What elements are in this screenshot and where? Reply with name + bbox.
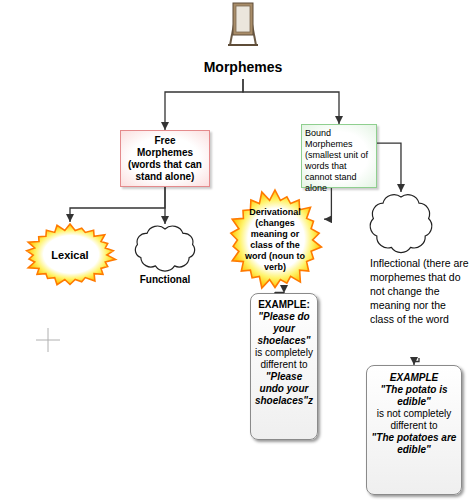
node-text: "Please do your shoelaces" (254, 311, 314, 347)
node-text: "The potato is edible" (371, 384, 457, 408)
node-heading: Bound Morphemes (smallest unit of words … (305, 128, 373, 194)
example-box: EXAMPLE:"Please do your shoelaces"is com… (250, 293, 318, 440)
cloud-node: Functional (127, 224, 203, 288)
text-holder: Inflectional (there are morphemes that d… (366, 256, 472, 326)
root-label: Morphemes (193, 55, 293, 79)
node-text: "Please undo your shoelaces"z (254, 371, 314, 407)
node-heading: Derivational (changes meaning or class o… (242, 207, 308, 273)
cloud-shape (135, 226, 194, 271)
text-holder: Lexical (35, 222, 105, 288)
burst-shape (27, 224, 116, 285)
crosshair-mark (36, 328, 60, 352)
connector-arrow (377, 143, 401, 192)
mirror-illustration (228, 3, 258, 45)
node-heading: Inflectional (there are morphemes that d… (370, 256, 470, 326)
node-heading: EXAMPLE (371, 372, 457, 384)
mirror-base (228, 44, 258, 46)
text-holder: EXAMPLE"The potato is edible"is not comp… (367, 366, 461, 494)
node-heading: Functional (127, 274, 203, 286)
cloud-shape (370, 195, 432, 253)
node-text: "The potatoes are edible" (371, 432, 457, 456)
text-holder: Morphemes (193, 55, 293, 79)
connector-arrow (243, 79, 339, 124)
burst-shape (231, 190, 322, 288)
connector-arrow (414, 358, 419, 365)
example-box: EXAMPLE"The potato is edible"is not comp… (366, 365, 462, 495)
burst-node: Lexical (22, 222, 118, 288)
cloud-outline (127, 224, 203, 272)
text-holder: EXAMPLE:"Please do your shoelaces"is com… (251, 294, 317, 439)
connector-arrow (165, 79, 243, 130)
category-box: Bound Morphemes (smallest unit of words … (301, 124, 377, 188)
cloud-node: Inflectional (there are morphemes that d… (366, 192, 472, 358)
connector-arrow (275, 292, 284, 293)
category-box: Free Morphemes (words that can stand alo… (120, 130, 210, 187)
burst-node: Derivational (changes meaning or class o… (226, 188, 324, 292)
text-holder: Bound Morphemes (smallest unit of words … (302, 125, 376, 187)
mirror-frame (233, 3, 253, 35)
connector-arrow (164, 187, 165, 224)
cloud-outline (366, 192, 472, 254)
node-heading: Morphemes (193, 59, 293, 76)
node-text: is not completely different to (371, 408, 457, 432)
node-heading: EXAMPLE: (254, 299, 314, 311)
text-holder: Functional (127, 274, 203, 286)
node-text: is completely different to (254, 347, 314, 371)
text-holder: Free Morphemes (words that can stand alo… (121, 131, 209, 186)
node-heading: Lexical (35, 249, 105, 262)
connector-arrow (70, 187, 165, 222)
crosshair-line (48, 328, 49, 352)
node-heading: Free Morphemes (words that can stand alo… (125, 135, 205, 183)
text-holder: Derivational (changes meaning or class o… (242, 188, 308, 292)
connector-arrow (324, 188, 331, 219)
mirror-glass (236, 6, 250, 32)
